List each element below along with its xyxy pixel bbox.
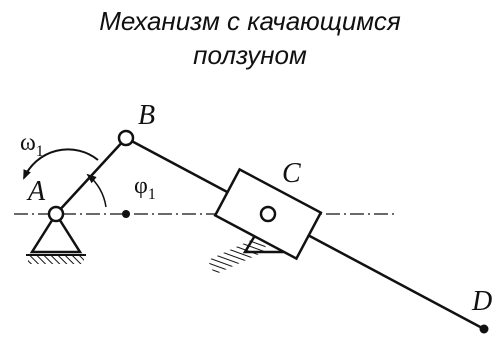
- omega-arrow: [23, 148, 99, 180]
- phi-arrow: [86, 173, 107, 208]
- label-c: C: [282, 158, 301, 189]
- label-d: D: [471, 286, 492, 317]
- joint-c: [259, 205, 277, 223]
- label-omega: ω1: [20, 130, 44, 160]
- label-a: A: [26, 176, 46, 207]
- center-dot: [122, 210, 130, 218]
- joint-b: [117, 129, 135, 147]
- point-d: [479, 324, 489, 334]
- label-b: B: [138, 100, 155, 131]
- support-a: [26, 211, 86, 264]
- label-phi: φ1: [134, 173, 156, 203]
- joint-a: [47, 205, 65, 223]
- diagram-title-line2: ползуном: [193, 40, 307, 70]
- diagram-title-line1: Механизм с качающимся: [99, 6, 401, 36]
